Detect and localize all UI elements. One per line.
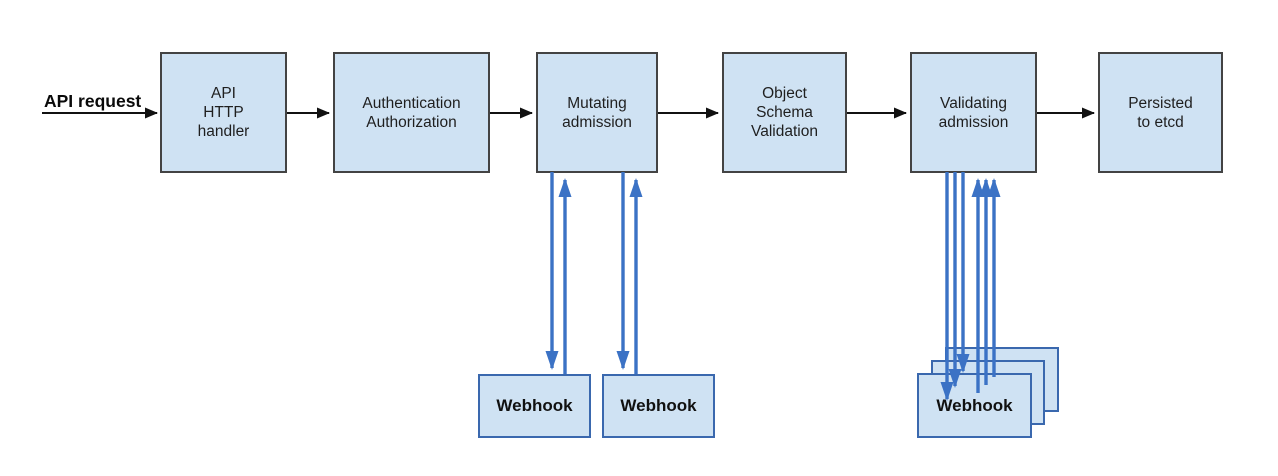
node-label-line: Validating [940,94,1007,112]
node-validating-admission: Validating admission [910,52,1037,173]
node-label-line: handler [197,123,250,140]
node-authentication-authorization: Authentication Authorization [333,52,490,173]
validating-webhook-box-front: Webhook [917,373,1032,438]
webhook-label: Webhook [936,395,1013,415]
webhook-label: Webhook [620,396,697,415]
node-object-schema-validation: Object Schema Validation [722,52,847,173]
mutating-webhook-box-1: Webhook [478,374,591,438]
node-persisted-to-etcd: Persisted to etcd [1098,52,1223,173]
webhook-label: Webhook [496,396,573,415]
api-request-label: API request [44,91,142,111]
node-label-line: Schema [756,104,813,121]
node-mutating-admission: Mutating admission [536,52,658,173]
node-label-line: Persisted [1128,94,1193,112]
node-label-line: admission [938,113,1009,131]
node-label-line: admission [562,113,632,131]
node-label-line: HTTP [203,104,244,121]
node-label-line: API [211,85,236,102]
node-api-http-handler: API HTTP handler [160,52,287,173]
node-label-line: Object [762,85,807,102]
node-label-line: to etcd [1137,113,1184,131]
node-label-line: Mutating [567,94,627,112]
node-label-line: Authentication [362,94,461,112]
node-label-line: Authorization [366,113,457,131]
mutating-webhook-box-2: Webhook [602,374,715,438]
node-label-line: Validation [751,123,818,140]
